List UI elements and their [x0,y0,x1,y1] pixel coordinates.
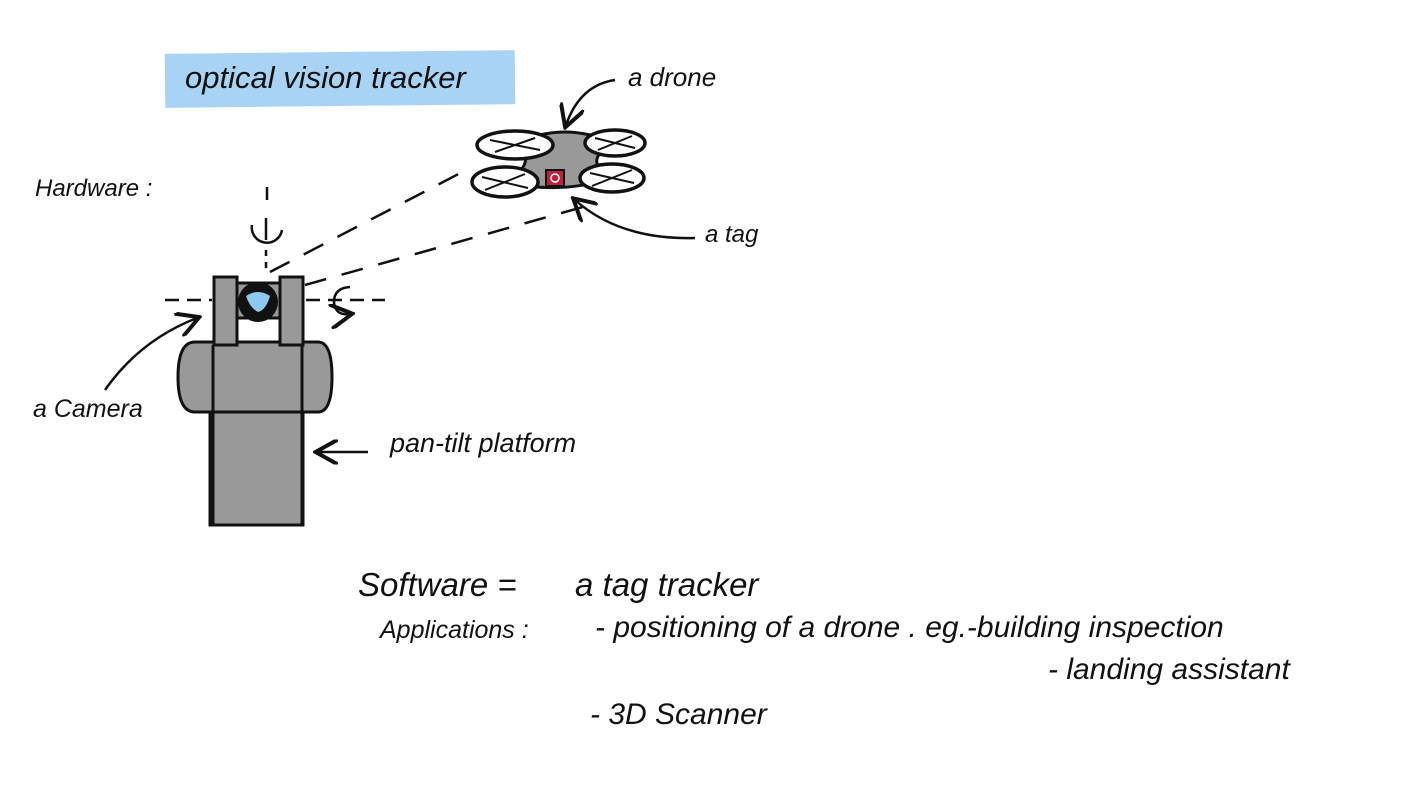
software-label: Software = [358,566,517,603]
line-of-sight [269,166,591,287]
rotation-axes [165,187,385,314]
drone-icon [470,128,647,199]
tag-label: a tag [705,221,759,248]
tag-icon [545,169,565,187]
label-arrows [103,78,696,452]
application-item: - 3D Scanner [590,698,767,731]
camera-label: a Camera [33,395,143,423]
camera-icon [238,282,278,322]
drone-label: a drone [628,62,717,92]
software-value: a tag tracker [575,566,759,603]
hardware-heading: Hardware : [35,175,153,202]
page-title: optical vision tracker [185,60,466,95]
application-item: - positioning of a drone . eg.-building … [595,611,1224,644]
application-item: - landing assistant [1048,653,1290,686]
applications-label: Applications : [380,616,529,644]
platform-label: pan-tilt platform [390,428,577,458]
